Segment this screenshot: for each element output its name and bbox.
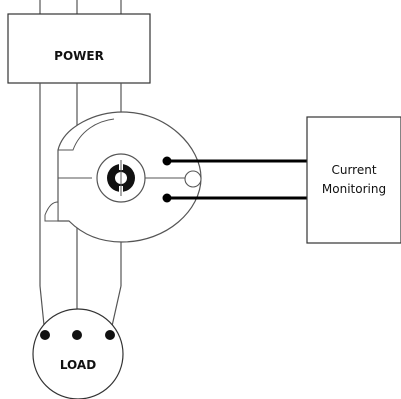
load-terminal-right [105, 330, 115, 340]
monitoring-label-line2: Monitoring [322, 182, 386, 196]
power-label: POWER [54, 49, 104, 63]
load-circle [32, 308, 124, 399]
load-terminal-left [40, 330, 50, 340]
monitoring-label-line1: Current [331, 163, 376, 177]
monitoring-terminal-bottom [162, 193, 172, 203]
load-label: LOAD [60, 358, 96, 372]
power-box [7, 13, 151, 84]
load-terminal-center [72, 330, 82, 340]
current-monitoring-box [306, 116, 401, 244]
transformer-cover-line [58, 118, 115, 151]
transformer-latch [184, 170, 202, 188]
transformer-clip [44, 201, 59, 222]
monitoring-terminal-top [162, 156, 172, 166]
